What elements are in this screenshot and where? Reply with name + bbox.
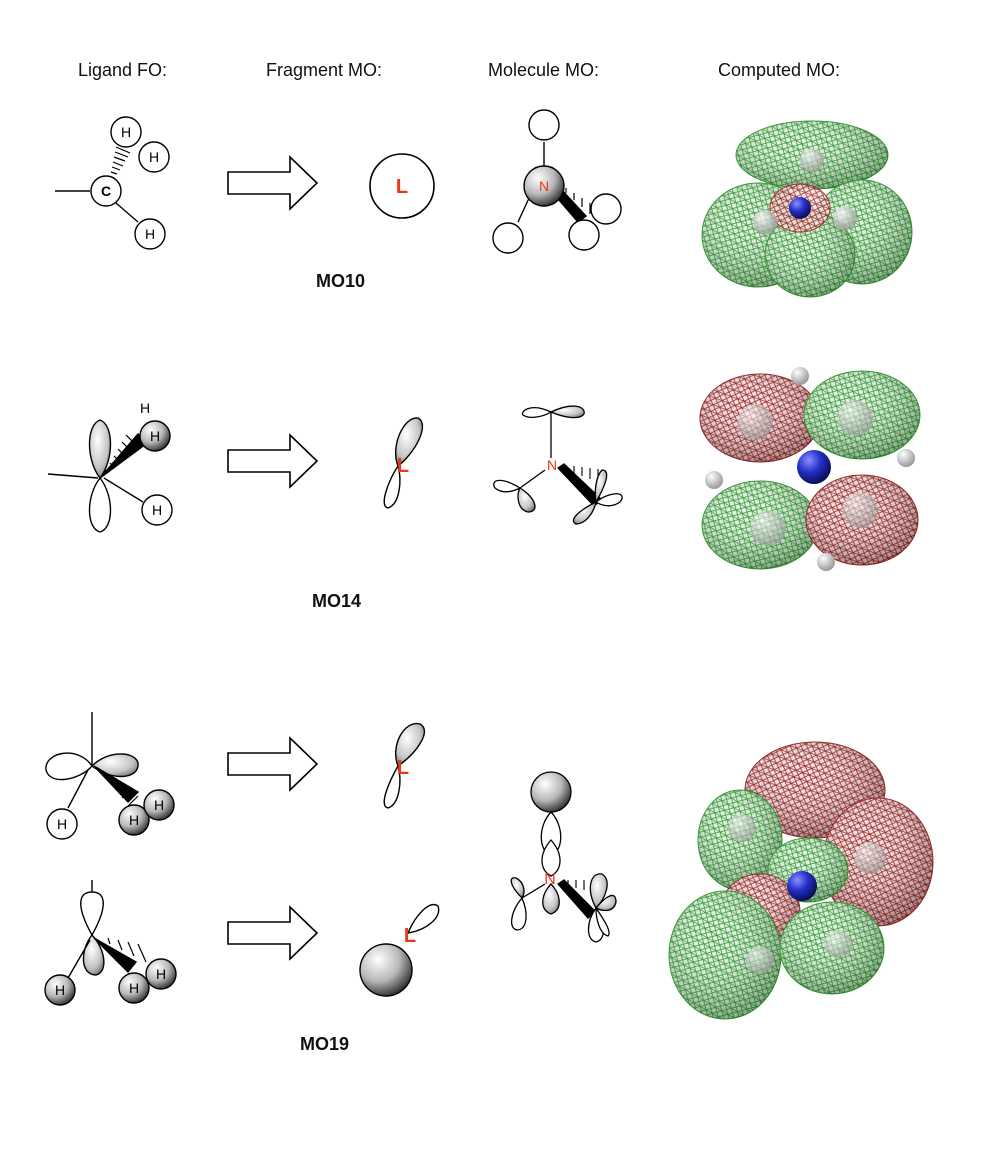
mo10-ligand-atom-labels: C H H H bbox=[101, 124, 159, 242]
header-ligand-fo: Ligand FO: bbox=[78, 60, 168, 80]
mo14-arrow-icon bbox=[227, 433, 319, 489]
mo19-arrow-a-icon bbox=[227, 736, 319, 792]
header-computed-mo: Computed MO: bbox=[718, 60, 841, 80]
mo14-nitrogen-label: N bbox=[547, 457, 557, 473]
mo10-ligand-ch3 bbox=[55, 116, 170, 250]
mo14-computed-mo-render bbox=[699, 367, 921, 571]
mo19-nitrogen-label: N bbox=[544, 871, 556, 888]
mo19-fragment-a-l-label: L bbox=[397, 757, 409, 779]
hydrogen-label: H bbox=[129, 980, 139, 996]
mo10-molecule-nh3 bbox=[492, 109, 622, 254]
hydrogen-label: H bbox=[149, 149, 159, 165]
hydrogen-label: H bbox=[154, 797, 164, 813]
hydrogen-label: H bbox=[129, 812, 139, 828]
mo19-fragment-b-l-label: L bbox=[404, 925, 416, 947]
carbon-label: C bbox=[101, 183, 111, 199]
mo19-ligand-b-atom-labels: H H H bbox=[55, 966, 166, 998]
hydrogen-label: H bbox=[152, 502, 162, 518]
mo14-ligand-ch3 bbox=[47, 419, 173, 533]
mo14-ligand-atom-labels: H H H bbox=[140, 400, 162, 518]
mo14-molecule-nh3 bbox=[493, 405, 623, 525]
mo10-label: MO10 bbox=[316, 271, 366, 291]
mo19-computed-mo-render bbox=[668, 741, 934, 1020]
mo19-ligand-ch3-b bbox=[44, 880, 177, 1006]
hydrogen-label: H bbox=[140, 400, 150, 416]
hydrogen-label: H bbox=[145, 226, 155, 242]
header-molecule-mo: Molecule MO: bbox=[488, 60, 600, 80]
mo19-molecule-nh3 bbox=[510, 771, 617, 943]
hydrogen-label: H bbox=[121, 124, 131, 140]
hydrogen-label: H bbox=[57, 816, 67, 832]
mo10-nitrogen-label: N bbox=[539, 178, 549, 194]
mo19-ligand-ch3-a bbox=[45, 712, 175, 840]
mo19-ligand-a-atom-labels: H H H bbox=[57, 797, 164, 832]
mo19-fragment-b-orbital bbox=[359, 903, 440, 997]
hydrogen-label: H bbox=[156, 966, 166, 982]
mo14-fragment-p-orbital bbox=[383, 417, 424, 509]
mo10-fragment-lobe bbox=[369, 153, 435, 219]
mo10-computed-mo-render bbox=[701, 120, 913, 298]
mo10-arrow-icon bbox=[227, 155, 319, 211]
hydrogen-label: H bbox=[150, 428, 160, 444]
mo19-fragment-a-p-orbital bbox=[383, 723, 426, 809]
mo10-fragment-l-label: L bbox=[396, 176, 408, 198]
mo14-fragment-l-label: L bbox=[397, 455, 409, 477]
mo14-label: MO14 bbox=[312, 591, 362, 611]
header-fragment-mo: Fragment MO: bbox=[266, 60, 383, 80]
mo19-label: MO19 bbox=[300, 1034, 350, 1054]
hydrogen-label: H bbox=[55, 982, 65, 998]
mo19-arrow-b-icon bbox=[227, 905, 319, 961]
